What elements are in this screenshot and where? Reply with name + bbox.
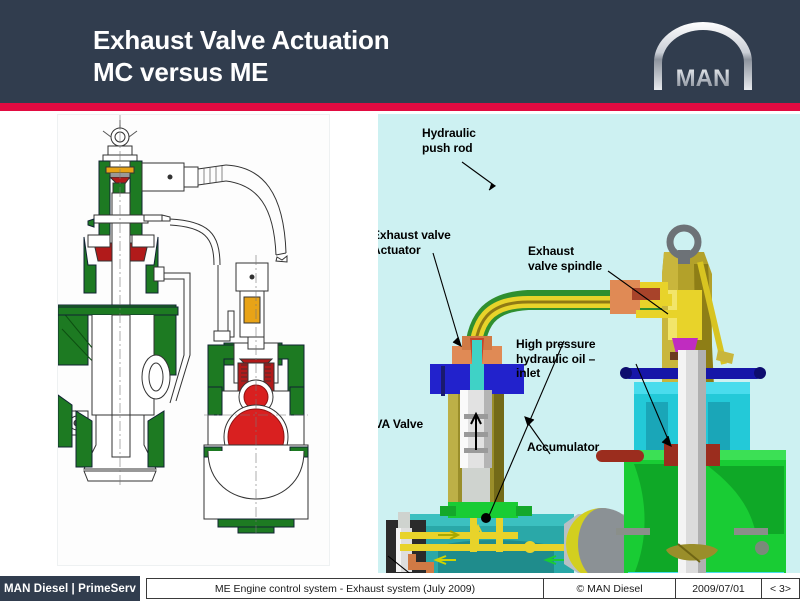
man-logo: MAN <box>648 22 758 92</box>
fiva-valve-blocks <box>430 364 524 396</box>
hydraulic-manifold-block <box>386 502 574 573</box>
page-title: Exhaust Valve Actuation MC versus ME <box>93 24 653 88</box>
header-accent-bar <box>0 103 800 111</box>
title-line-2: MC versus ME <box>93 57 269 87</box>
label-high-pressure-hydraulic-oil-inlet: High pressure hydraulic oil – inlet <box>516 337 596 380</box>
leader-exhaust-valve-actuator <box>432 252 461 345</box>
leader-hp-oil-inlet <box>487 340 565 519</box>
label-exhaust-valve-actuator: Exhaust valve Actuator <box>378 228 451 257</box>
label-hydraulic-push-rod: Hydraulic push rod <box>422 126 476 155</box>
mc-drawing-panel <box>57 114 330 566</box>
footer-info-table: ME Engine control system - Exhaust syste… <box>146 578 800 599</box>
title-line-1: Exhaust Valve Actuation <box>93 25 390 55</box>
footer-copyright: © MAN Diesel <box>543 579 675 598</box>
footer-date: 2009/07/01 <box>675 579 761 598</box>
slide-header: Exhaust Valve Actuation MC versus ME <box>0 0 800 103</box>
leader-exhaust-valve-spindle <box>607 270 669 315</box>
man-logo-text: MAN <box>676 65 731 92</box>
slide-footer: MAN Diesel | PrimeServ ME Engine control… <box>0 576 800 601</box>
leader-fiva-valve <box>387 555 411 573</box>
footer-page-number: < 3> <box>761 579 799 598</box>
mc-line-drawing <box>58 115 309 534</box>
label-exhaust-valve-spindle: Exhaust valve spindle <box>528 244 603 273</box>
actuator-top-flange <box>452 336 502 370</box>
me-drawing-panel: Hydraulic push rod Exhaust valve Actuato… <box>378 114 800 573</box>
label-accumulator: Accumulator <box>527 440 600 454</box>
leader-hydraulic-push-rod <box>461 161 496 187</box>
me-color-drawing <box>386 161 786 573</box>
exhaust-valve-housing <box>596 224 786 573</box>
actuator-piston <box>460 390 492 538</box>
leader-spindle-arrow <box>635 363 671 445</box>
footer-brand: MAN Diesel | PrimeServ <box>0 576 140 601</box>
leader-accumulator <box>525 419 551 455</box>
footer-subject: ME Engine control system - Exhaust syste… <box>214 582 476 595</box>
leader-lines <box>387 161 672 573</box>
label-fiva-valve: FIVA Valve <box>378 417 424 431</box>
